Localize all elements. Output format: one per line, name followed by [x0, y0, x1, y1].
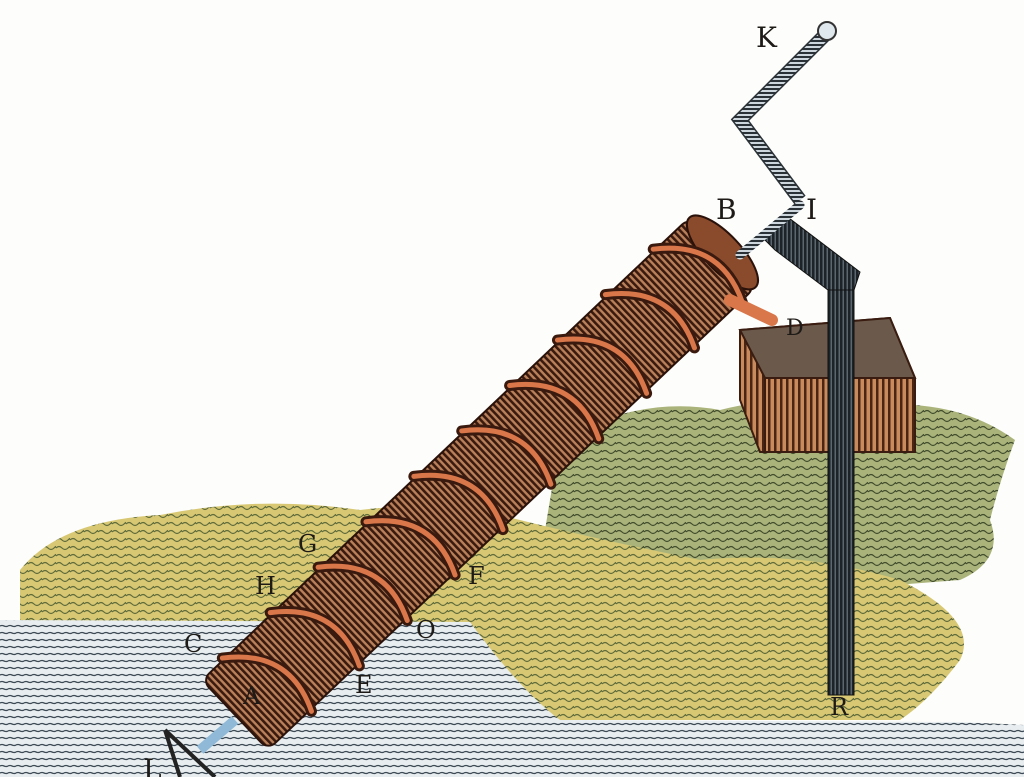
shaft-bottom [196, 716, 239, 754]
helix-turn [459, 427, 554, 487]
support-L [163, 728, 217, 777]
helix-turn [650, 245, 745, 305]
helix-turn [554, 336, 650, 396]
label-G: G [298, 530, 318, 558]
label-R: R [830, 693, 849, 721]
crank-handle[interactable] [730, 21, 837, 260]
helix-turn [267, 609, 362, 669]
helix-turn [315, 563, 410, 623]
helix-turn [219, 654, 314, 714]
label-C: C [184, 630, 203, 658]
label-D: D [786, 316, 804, 341]
post [827, 274, 855, 696]
grass-bank [20, 503, 964, 720]
label-K: K [756, 21, 777, 54]
screw-cylinder [205, 214, 759, 747]
helix-turn [507, 382, 602, 442]
label-B: B [716, 193, 737, 226]
helix-turn [363, 518, 458, 578]
label-H: H [255, 572, 276, 600]
label-I: I [806, 193, 818, 226]
helix-turn [411, 472, 506, 533]
label-F: F [468, 562, 485, 590]
helix-turn [602, 291, 697, 351]
label-A: A [243, 682, 261, 710]
label-L: L [143, 753, 162, 777]
label-O: O [416, 616, 436, 644]
label-E: E [355, 671, 373, 699]
